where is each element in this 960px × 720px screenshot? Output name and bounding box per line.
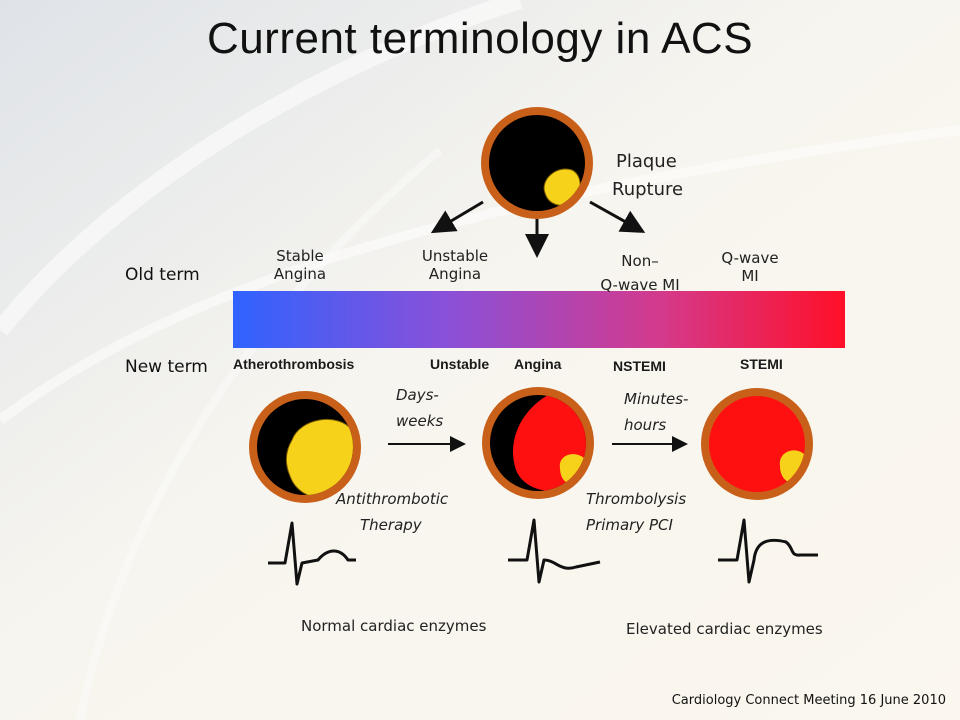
spectrum-bar	[233, 291, 845, 348]
vessel-unstable-angina	[482, 387, 594, 499]
interval-days-weeks: Days- weeks	[396, 386, 444, 430]
old-term-unstable-angina: Unstable Angina	[421, 247, 489, 283]
old-term-non-q-wave-mi: Non– Q-wave MI	[600, 252, 680, 294]
ecg-normal	[268, 521, 356, 586]
slide-title: Current terminology in ACS	[206, 14, 754, 63]
therapy-reperfusion: Thrombolysis Primary PCI	[586, 490, 687, 534]
new-term-unstable: Unstable	[430, 356, 490, 372]
vessel-atherothrombosis	[249, 391, 361, 503]
arrow-to-stable-angina	[430, 200, 484, 234]
new-term-atherothrombosis: Atherothrombosis	[233, 356, 355, 372]
vessel-stemi	[701, 388, 813, 500]
new-term-angina: Angina	[514, 356, 562, 372]
enzymes-normal: Normal cardiac enzymes	[301, 617, 487, 635]
new-term-label: New term	[125, 357, 208, 377]
plaque-rupture-vessel	[481, 107, 593, 219]
plaque-rupture-label: Plaque Rupture	[612, 151, 684, 200]
old-term-q-wave-mi: Q-wave MI	[721, 249, 779, 285]
ecg-st-depression	[508, 518, 601, 584]
ecg-st-elevation	[718, 518, 818, 584]
old-term-label: Old term	[125, 265, 200, 285]
interval-minutes-hours: Minutes- hours	[624, 390, 689, 434]
arrow-to-nstemi	[589, 200, 646, 233]
new-term-nstemi: NSTEMI	[613, 358, 666, 374]
footer-credit: Cardiology Connect Meeting 16 June 2010	[671, 693, 946, 708]
new-term-stemi: STEMI	[740, 356, 783, 372]
old-term-stable-angina: Stable Angina	[273, 247, 327, 283]
therapy-antithrombotic: Antithrombotic Therapy	[336, 490, 449, 534]
enzymes-elevated: Elevated cardiac enzymes	[626, 620, 823, 638]
